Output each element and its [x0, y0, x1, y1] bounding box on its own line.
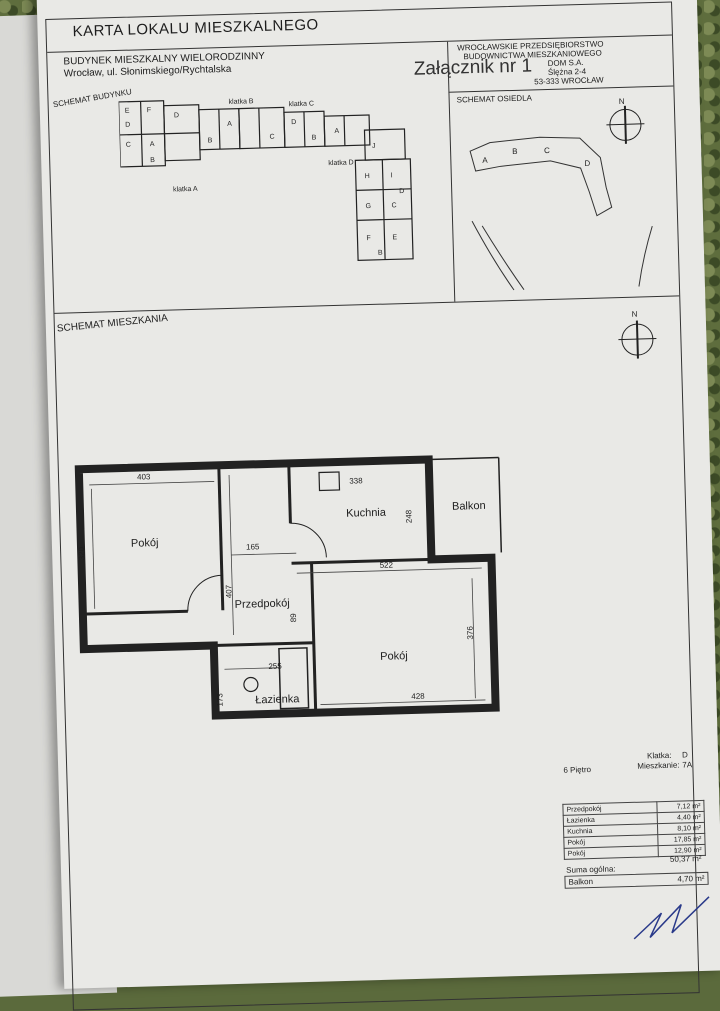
- dim-255: 255: [268, 661, 282, 671]
- unit-label: E: [125, 108, 130, 115]
- unit-label: G: [366, 203, 372, 210]
- stairwell-label: klatka C: [289, 101, 314, 109]
- unit-label: I: [391, 172, 393, 179]
- total-value: 50,37 m²: [669, 853, 702, 864]
- unit-label: B: [208, 137, 213, 144]
- unit-label: E: [392, 234, 397, 241]
- dim-522: 522: [379, 560, 394, 570]
- dim-407: 407: [224, 584, 234, 599]
- balcony-row: Balkon 4,70 m²: [564, 871, 709, 889]
- dim-320: 320: [77, 546, 87, 561]
- unit-label: F: [366, 235, 370, 242]
- document-frame: KARTA LOKALU MIESZKALNEGO BUDYNEK MIESZK…: [45, 1, 710, 1011]
- document-sheet: KARTA LOKALU MIESZKALNEGO BUDYNEK MIESZK…: [36, 0, 720, 1011]
- card-title: KARTA LOKALU MIESZKALNEGO: [72, 16, 319, 41]
- balcony-value: 4,70 m²: [677, 873, 705, 884]
- unit-label: B: [312, 134, 317, 141]
- unit-label: F: [147, 107, 151, 114]
- unit-label: C: [270, 134, 275, 141]
- room-pokoj-2: Pokój: [380, 650, 408, 663]
- unit-label: D: [125, 122, 130, 129]
- estate-label: B: [512, 147, 518, 156]
- stairwell-label: klatka D: [328, 159, 353, 167]
- dim-165: 165: [245, 542, 260, 552]
- unit-label: D: [174, 112, 179, 119]
- unit-label: B: [378, 250, 383, 257]
- estate-label: C: [544, 146, 550, 155]
- unit-label: A: [227, 121, 232, 128]
- unit-label: D: [291, 119, 296, 126]
- attachment-stamp: Załącznik nr 1: [413, 55, 533, 80]
- klatka-value: D: [681, 750, 688, 760]
- dim-403: 403: [136, 472, 151, 482]
- estate-label: D: [584, 159, 590, 168]
- klatka-label: Klatka:: [646, 750, 672, 761]
- mieszkanie-label: Mieszkanie:: [637, 760, 680, 771]
- unit-label: C: [391, 202, 396, 209]
- compass-apartment-icon: [620, 323, 654, 357]
- floor-label: 6 Piętro: [563, 765, 592, 775]
- unit-label: D: [399, 188, 404, 195]
- apartment-floorplan: [74, 455, 503, 720]
- handwritten-signature: [633, 896, 710, 940]
- room-lazienka: Łazienka: [255, 693, 300, 707]
- room-pokoj-1: Pokój: [130, 537, 159, 550]
- unit-label: A: [334, 128, 339, 135]
- unit-label: A: [150, 141, 155, 148]
- dim-428: 428: [411, 691, 425, 702]
- dim-338: 338: [349, 476, 363, 486]
- unit-label: J: [372, 143, 376, 150]
- room-przedpokoj: Przedpokój: [234, 597, 290, 611]
- developer-city: 53-333 WROCŁAW: [534, 75, 604, 87]
- estate-label: A: [482, 156, 488, 165]
- apartment-scheme-title: SCHEMAT MIESZKANIA: [56, 312, 169, 335]
- dim-173: 173: [215, 693, 225, 707]
- room-balkon: Balkon: [451, 499, 486, 513]
- unit-label: C: [126, 142, 131, 149]
- unit-label: B: [150, 157, 155, 164]
- header-row: BUDYNEK MIESZKALNY WIELORODZINNY Wrocław…: [47, 34, 680, 314]
- unit-label: H: [365, 173, 370, 180]
- estate-north: N: [618, 96, 625, 106]
- estate-scheme: A B C D: [469, 136, 653, 291]
- apartment-north: N: [631, 309, 638, 319]
- room-kuchnia: Kuchnia: [346, 506, 387, 520]
- dim-89: 89: [288, 613, 299, 623]
- dim-248: 248: [404, 509, 414, 524]
- balcony-label: Balkon: [568, 877, 594, 887]
- estate-scheme-title: SCHEMAT OSIEDLA: [456, 93, 533, 105]
- stairwell-label: klatka A: [173, 186, 198, 194]
- dim-376: 376: [465, 626, 475, 640]
- stairwell-label: klatka B: [229, 98, 254, 106]
- mieszkanie-value: 7A: [682, 760, 693, 770]
- building-scheme: E F D D A C B A B C D B A J H I G: [118, 98, 414, 261]
- total-label: Suma ogólna:: [566, 864, 616, 875]
